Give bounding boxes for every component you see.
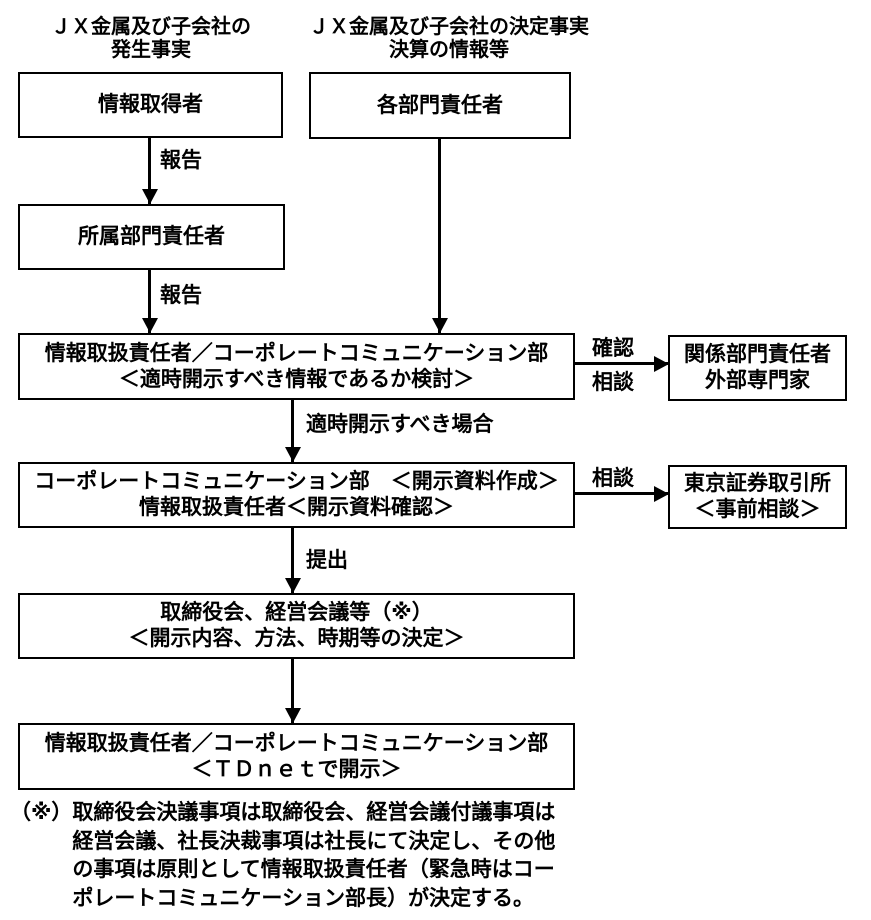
box-text: 情報取扱責任者／コーポレートコミュニケーション部 xyxy=(44,731,549,755)
arrow-label-report-1: 報告 xyxy=(160,149,202,172)
footnote: （※） 取締役会決議事項は取締役会、経営会議付議事項は 経営会議、社長決裁事項は… xyxy=(10,799,555,913)
arrow-label-consult-2: 相談 xyxy=(592,467,634,490)
box-text: 情報取扱責任者＜開示資料確認＞ xyxy=(139,496,454,519)
box-department-head: 各部門責任者 xyxy=(309,72,571,139)
arrow-label-confirm: 確認 xyxy=(592,337,634,360)
box-cc-prepare: コーポレートコミュニケーション部 ＜開示資料作成＞ 情報取扱責任者＜開示資料確認… xyxy=(18,462,575,528)
footnote-line: の事項は原則として情報取扱責任者（緊急時はコー xyxy=(72,858,555,881)
arrow-submit xyxy=(291,528,294,593)
box-text: 所属部門責任者 xyxy=(78,225,225,248)
footnote-text: 取締役会決議事項は取締役会、経営会議付議事項は 経営会議、社長決裁事項は社長にて… xyxy=(72,799,555,913)
box-text: コーポレートコミュニケーション部 ＜開示資料作成＞ xyxy=(34,470,559,493)
box-board-meeting: 取締役会、経営会議等（※） ＜開示内容、方法、時期等の決定＞ xyxy=(18,593,575,659)
box-tokyo-stock-exchange: 東京証券取引所 ＜事前相談＞ xyxy=(668,465,847,529)
arrow-label-consult-1: 相談 xyxy=(592,371,634,394)
box-text: 外部専門家 xyxy=(705,369,810,392)
box-text: 取締役会、経営会議等（※） xyxy=(160,601,433,624)
box-text: 情報取得者 xyxy=(98,93,203,116)
box-text: 関係部門責任者 xyxy=(684,343,831,366)
arrow-label-report-2: 報告 xyxy=(160,284,202,307)
footnote-line: 経営会議、社長決裁事項は社長にて決定し、その他 xyxy=(72,829,556,853)
arrow-report-1 xyxy=(148,138,151,204)
footnote-line: 取締役会決議事項は取締役会、経営会議付議事項は xyxy=(72,801,556,824)
arrow-label-timely-case: 適時開示すべき場合 xyxy=(306,413,494,436)
box-text: ＜事前相談＞ xyxy=(694,498,821,521)
footnote-line: ポレートコミュニケーション部長）が決定する。 xyxy=(72,886,534,910)
box-text: ＜開示内容、方法、時期等の決定＞ xyxy=(128,627,465,650)
heading-occurrence-facts: ＪＸ金属及び子会社の 発生事実 xyxy=(20,16,282,62)
footnote-marker: （※） xyxy=(10,801,73,824)
heading-line: 発生事実 xyxy=(111,39,191,61)
arrow-confirm-consult xyxy=(575,362,668,365)
arrow-department-head-down xyxy=(438,139,441,333)
heading-line: 決算の情報等 xyxy=(389,39,509,61)
arrow-board-to-tdnet xyxy=(291,659,294,723)
box-related-experts: 関係部門責任者 外部専門家 xyxy=(668,335,847,401)
arrow-report-2 xyxy=(148,270,151,333)
box-information-acquirer: 情報取得者 xyxy=(18,72,283,138)
arrow-label-submit: 提出 xyxy=(306,549,348,572)
box-affiliated-department-head: 所属部門責任者 xyxy=(18,204,285,270)
box-text: ＜ＴＤｎｅｔで開示＞ xyxy=(191,757,402,781)
box-text: 情報取扱責任者／コーポレートコミュニケーション部 xyxy=(44,341,549,365)
heading-decision-facts: ＪＸ金属及び子会社の決定事実 決算の情報等 xyxy=(293,16,605,62)
box-text: 東京証券取引所 xyxy=(684,472,831,495)
heading-line: ＪＸ金属及び子会社の xyxy=(51,16,251,38)
box-tdnet-disclosure: 情報取扱責任者／コーポレートコミュニケーション部 ＜ＴＤｎｅｔで開示＞ xyxy=(18,723,575,790)
arrow-consult-tse xyxy=(575,492,668,495)
box-text: ＜適時開示すべき情報であるか検討＞ xyxy=(118,367,475,391)
heading-line: ＪＸ金属及び子会社の決定事実 xyxy=(309,16,589,38)
box-text: 各部門責任者 xyxy=(377,93,503,117)
box-handler-review: 情報取扱責任者／コーポレートコミュニケーション部 ＜適時開示すべき情報であるか検… xyxy=(18,333,575,400)
arrow-timely-case xyxy=(291,400,294,462)
